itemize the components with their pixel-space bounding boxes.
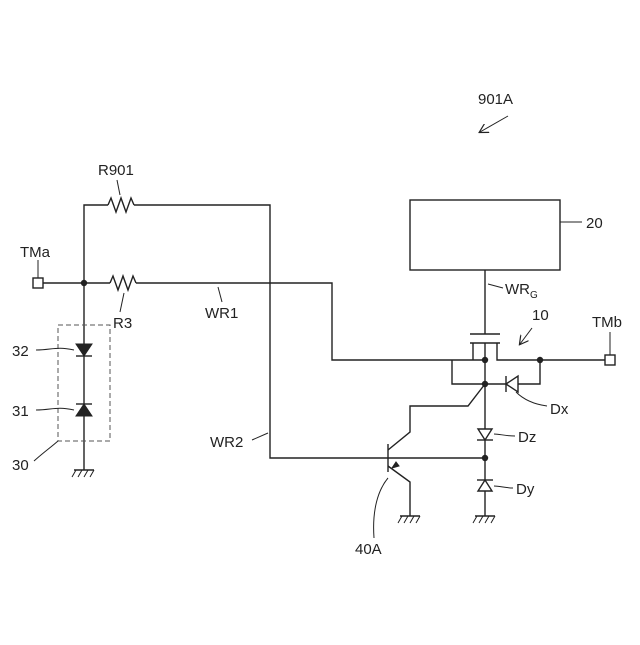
terminal-tmb <box>605 355 615 365</box>
label-tma: TMa <box>20 244 51 261</box>
label-20: 20 <box>586 215 603 232</box>
leader-dx <box>516 392 547 406</box>
ground-left-hatch <box>72 470 94 477</box>
mosfet-drain-lead <box>497 343 540 360</box>
wire-dx-left <box>452 360 485 384</box>
wire-dx-right <box>518 360 540 384</box>
wire-wr1 <box>136 283 485 360</box>
block-20 <box>410 200 560 270</box>
label-31: 31 <box>12 403 29 420</box>
leader-30 <box>34 441 58 461</box>
label-30: 30 <box>12 457 29 474</box>
figure-label: 901A <box>478 91 513 108</box>
wire-r901-left <box>84 205 108 283</box>
label-dy: Dy <box>516 481 535 498</box>
wire-wr2 <box>134 205 388 458</box>
diode-dx <box>506 376 518 392</box>
ground-right-hatch <box>473 516 495 523</box>
leader-r3 <box>120 293 124 312</box>
diode-31 <box>76 404 92 416</box>
leader-40a <box>374 478 388 538</box>
label-wr1: WR1 <box>205 305 238 322</box>
label-wr2: WR2 <box>210 434 243 451</box>
terminal-tma <box>33 278 43 288</box>
label-dz: Dz <box>518 429 536 446</box>
label-wrg: WRG <box>505 281 538 301</box>
diode-dz <box>478 429 492 440</box>
leader-dy <box>494 486 513 488</box>
resistor-r3 <box>110 276 136 290</box>
arrow-10 <box>520 328 532 344</box>
resistor-r901 <box>108 198 134 212</box>
label-r3: R3 <box>113 315 132 332</box>
leader-32 <box>36 348 74 350</box>
transistor-emitter <box>388 466 410 516</box>
transistor-collector <box>388 384 485 450</box>
label-dx: Dx <box>550 401 569 418</box>
label-tmb: TMb <box>592 314 622 331</box>
label-r901: R901 <box>98 162 134 179</box>
leader-dz <box>494 434 515 436</box>
leader-31 <box>36 408 74 410</box>
leader-wr2 <box>252 433 268 440</box>
diode-32 <box>76 344 92 356</box>
label-40a: 40A <box>355 541 382 558</box>
figure-arrow <box>480 116 508 132</box>
ground-transistor-hatch <box>398 516 420 523</box>
label-32: 32 <box>12 343 29 360</box>
leader-r901 <box>117 180 120 195</box>
label-10: 10 <box>532 307 549 324</box>
leader-wrg <box>488 284 503 288</box>
leader-wr1 <box>218 287 222 302</box>
transistor-emitter-arrow <box>392 462 399 468</box>
diode-dy <box>478 480 492 491</box>
